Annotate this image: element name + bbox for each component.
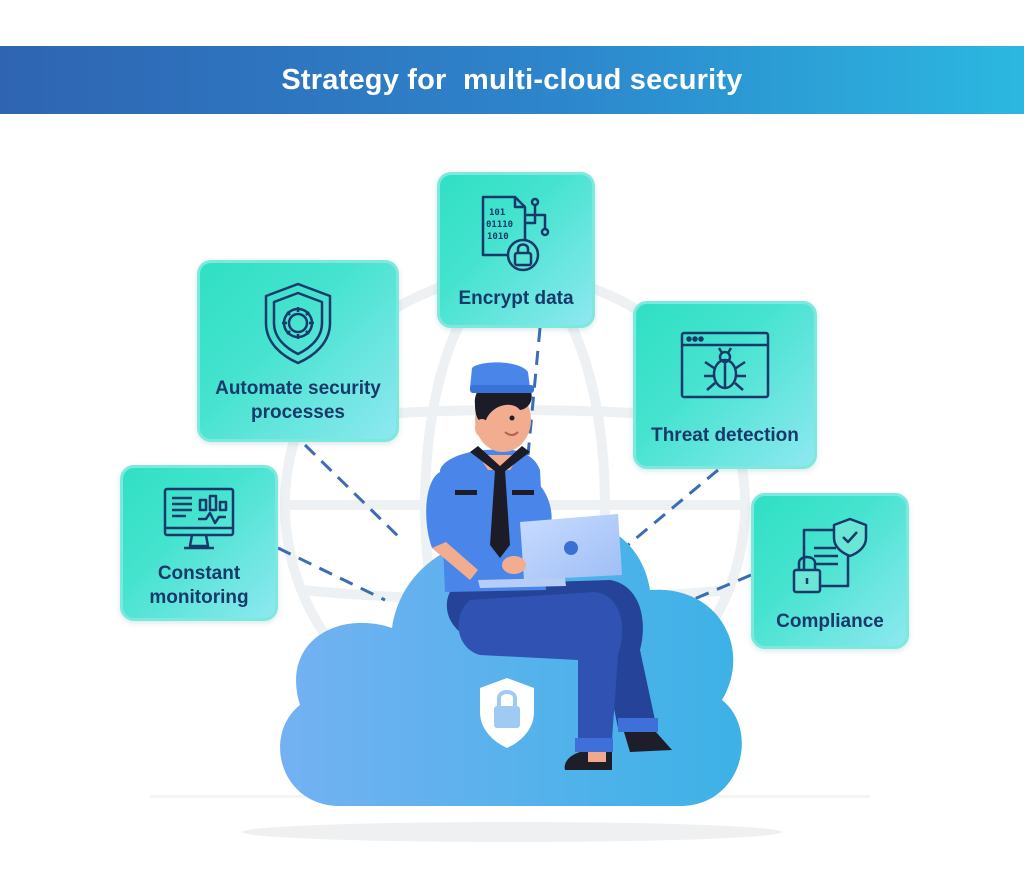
card-label-encrypt: Encrypt data xyxy=(458,288,574,309)
card-compliance: Compliance xyxy=(751,493,909,649)
floor-shadow xyxy=(242,822,782,842)
card-label-monitoring-line1: Constant xyxy=(157,563,241,584)
card-label-compliance: Compliance xyxy=(776,611,884,632)
monitor-dashboard-icon xyxy=(163,487,235,550)
encrypted-file-icon: 101 01110 1010 xyxy=(481,195,550,272)
connector-automate xyxy=(303,443,404,542)
card-label-monitoring: Constant monitoring xyxy=(149,562,248,610)
card-constant-monitoring: Constant monitoring xyxy=(120,465,278,621)
card-label-automate: Automate security processes xyxy=(215,377,381,425)
header-banner: Strategy for multi-cloud security xyxy=(0,46,1024,114)
svg-text:1010: 1010 xyxy=(487,232,509,242)
document-lock-shield-icon xyxy=(792,517,868,594)
card-label-automate-line1: Automate security xyxy=(215,378,381,399)
svg-text:101: 101 xyxy=(489,208,505,218)
svg-text:01110: 01110 xyxy=(486,220,513,230)
card-label-threat: Threat detection xyxy=(651,425,799,446)
page-title: Strategy for multi-cloud security xyxy=(281,63,743,96)
security-worker-figure xyxy=(426,362,672,770)
connector-threat xyxy=(627,468,719,547)
card-threat-detection: Threat detection xyxy=(633,301,817,469)
card-automate-security: Automate security processes xyxy=(197,260,399,442)
shield-gear-icon xyxy=(264,282,332,365)
bug-window-icon xyxy=(680,331,770,399)
card-label-monitoring-line2: monitoring xyxy=(149,587,249,608)
connector-monitoring xyxy=(277,546,386,602)
card-label-automate-line2: processes xyxy=(250,402,345,423)
card-encrypt-data: 101 01110 1010 Encrypt data xyxy=(437,172,595,328)
shield-lock-icon xyxy=(480,678,534,748)
